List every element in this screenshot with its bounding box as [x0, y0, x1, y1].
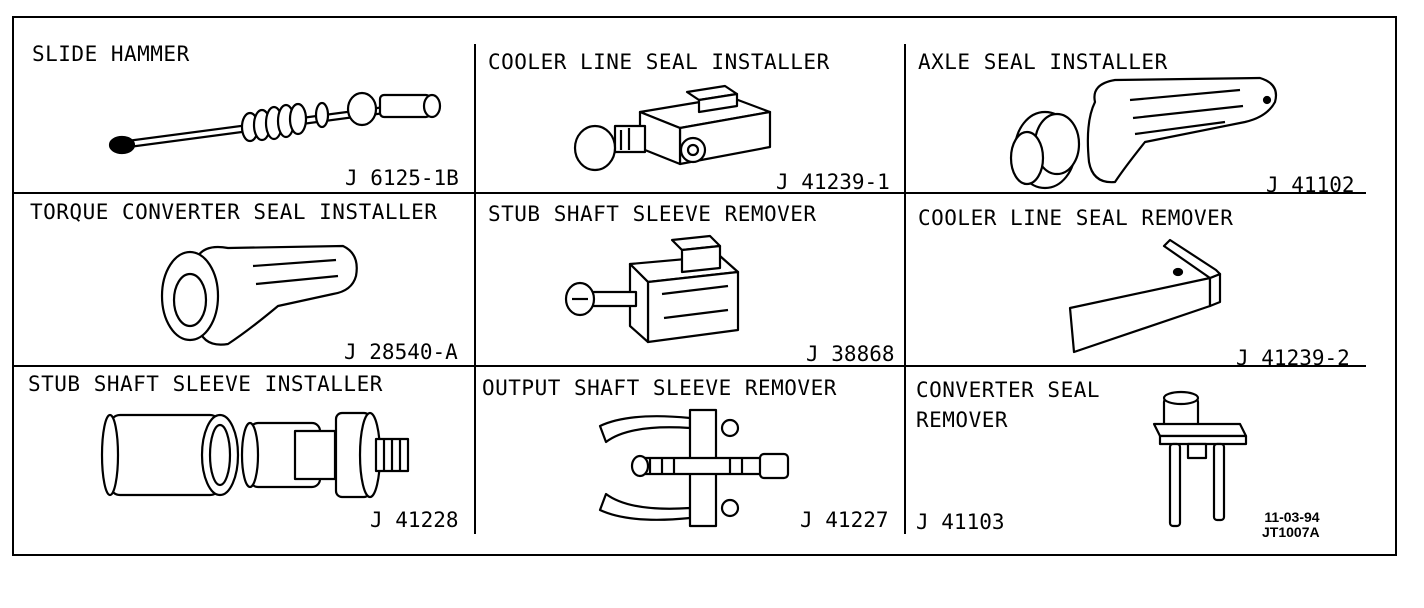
part-number: J 6125-1B [345, 166, 459, 190]
part-number: J 41239-1 [776, 170, 890, 194]
torque-converter-seal-installer-icon [160, 244, 358, 346]
row-divider-1 [12, 192, 1366, 194]
output-shaft-sleeve-remover-icon [598, 408, 790, 528]
tool-name-line-2: REMOVER [916, 408, 1009, 432]
tool-name: COOLER LINE SEAL REMOVER [918, 206, 1234, 230]
stamp-date: 11-03-94 [1264, 509, 1320, 525]
column-divider-2 [904, 44, 906, 534]
stub-shaft-sleeve-remover-icon [564, 234, 740, 344]
row-divider-2 [12, 365, 1366, 367]
tool-name: AXLE SEAL INSTALLER [918, 50, 1168, 74]
tool-name-line-1: CONVERTER SEAL [916, 378, 1101, 402]
part-number: J 41228 [370, 508, 459, 532]
part-number: J 28540-A [344, 340, 458, 364]
part-number: J 41227 [800, 508, 889, 532]
part-number: J 41239-2 [1236, 346, 1350, 370]
tool-name: STUB SHAFT SLEEVE REMOVER [488, 202, 817, 226]
tool-name: OUTPUT SHAFT SLEEVE REMOVER [482, 376, 837, 400]
tool-name: TORQUE CONVERTER SEAL INSTALLER [30, 200, 438, 224]
tool-chart-frame [12, 16, 1397, 556]
stamp-code: JT1007A [1262, 524, 1320, 540]
part-number: J 41102 [1266, 173, 1355, 197]
tool-name: COOLER LINE SEAL INSTALLER [488, 50, 830, 74]
axle-seal-installer-icon [1009, 76, 1278, 190]
tool-name: STUB SHAFT SLEEVE INSTALLER [28, 372, 383, 396]
cooler-line-seal-remover-icon [1068, 238, 1222, 354]
slide-hammer-icon [108, 91, 442, 155]
document-stamp: 11-03-94 JT1007A [1262, 510, 1320, 540]
cooler-line-seal-installer-icon [573, 84, 772, 172]
part-number: J 41103 [916, 510, 1005, 534]
tool-name: SLIDE HAMMER [32, 42, 190, 66]
column-divider-1 [474, 44, 476, 534]
stub-shaft-sleeve-installer-icon [100, 411, 410, 499]
part-number: J 38868 [806, 342, 895, 366]
converter-seal-remover-icon [1152, 390, 1248, 528]
